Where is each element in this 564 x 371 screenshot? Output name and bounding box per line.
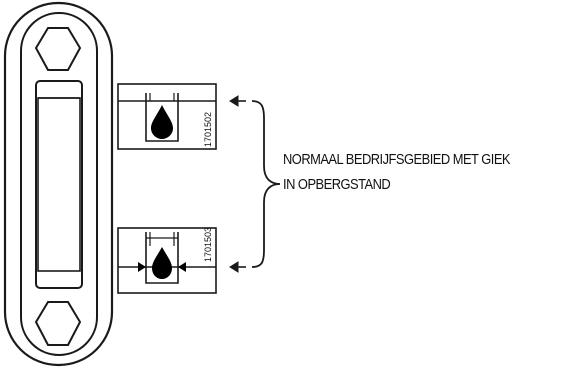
bottom-inset-right-arrow-icon <box>178 262 186 272</box>
top-hex-bolt <box>34 27 82 71</box>
bottom-inset: 1701503 <box>117 227 217 294</box>
callout-label-line-1: NORMAAL BEDRIJFSGEBIED MET GIEK <box>283 151 511 168</box>
bottom-hex-bolt <box>34 301 82 346</box>
sight-window-outer <box>35 80 83 289</box>
top-inset: 1701502 <box>117 83 217 150</box>
bottom-inset-code: 1701503 <box>203 227 213 262</box>
pointer-arrows <box>229 95 246 273</box>
curly-brace <box>251 100 281 268</box>
top-inset-window <box>145 93 179 142</box>
top-inset-drop-icon <box>151 105 173 139</box>
bottom-inset-drop-icon <box>152 247 172 279</box>
top-inset-code: 1701502 <box>203 112 213 147</box>
gauge-inner-frame <box>20 12 98 356</box>
callout-label-line-2: IN OPBERGSTAND <box>283 176 391 193</box>
bottom-inset-left-arrow-icon <box>138 262 146 272</box>
bottom-inset-window <box>145 232 179 284</box>
top-pointer-arrow-icon <box>229 95 239 107</box>
sight-window-inner <box>37 97 81 272</box>
bottom-pointer-arrow-icon <box>229 261 239 273</box>
gauge-outer-frame <box>3 1 114 367</box>
sight-gauge <box>3 1 114 367</box>
